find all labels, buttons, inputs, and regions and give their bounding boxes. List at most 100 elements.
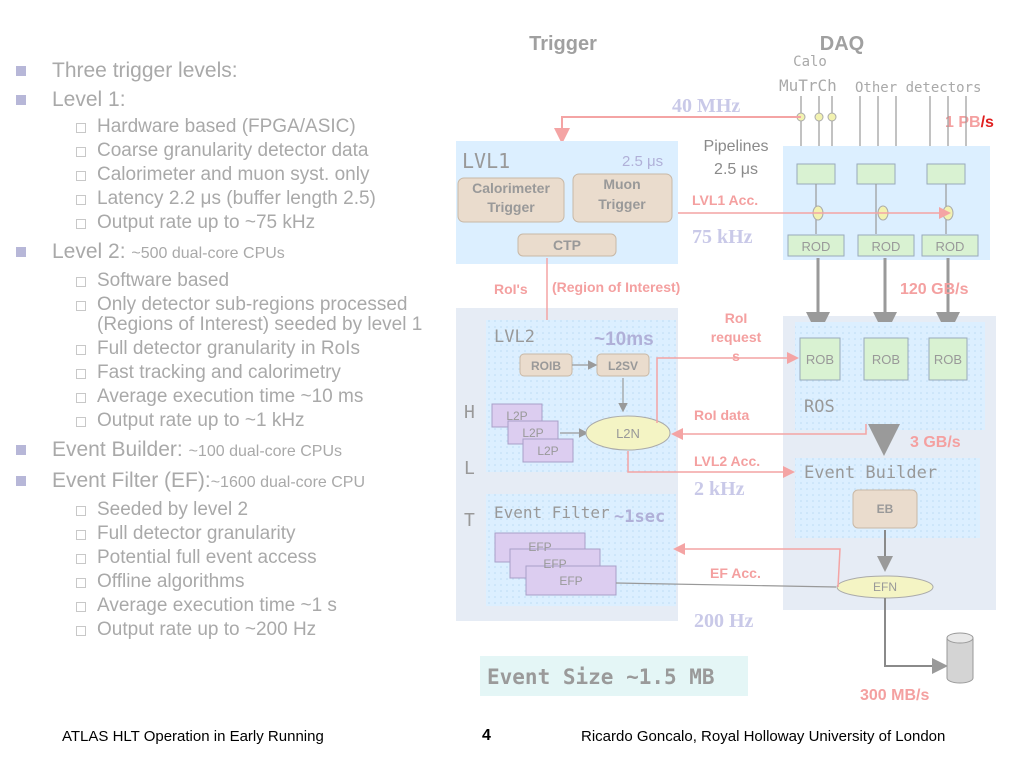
bullet-text: Fast tracking and calorimetry [97, 362, 341, 383]
roi-data-arrow [671, 424, 867, 440]
bullet-text: Output rate up to ~1 kHz [97, 410, 305, 431]
ros-label: ROS [804, 397, 835, 417]
bullet-text: Event Filter (EF): [52, 469, 211, 492]
l2sv-label: L2SV [608, 359, 638, 373]
bullet-text: Level 2: [52, 240, 132, 263]
rob-1: ROB [806, 352, 834, 367]
square-bullet-icon [16, 95, 26, 105]
calo-label: Calo [793, 54, 827, 70]
lvl2-label: LVL2 [494, 327, 535, 347]
detector-taps [796, 112, 837, 122]
rod-boxes [787, 234, 979, 257]
bullet-item: Level 1: [14, 85, 454, 114]
calorimeter-trigger-label-2: Trigger [487, 199, 535, 215]
roi-data-label: RoI data [694, 407, 749, 423]
hollow-square-bullet-icon [76, 417, 86, 427]
gbs-3: 3 GB/s [910, 434, 961, 451]
mutrch-label: MuTrCh [779, 76, 837, 95]
pipelines-label: Pipelines [704, 138, 769, 155]
hollow-square-bullet-icon [76, 506, 86, 516]
hollow-square-bullet-icon [76, 602, 86, 612]
sub-bullet-item: Output rate up to ~1 kHz [14, 411, 454, 431]
lvl2-time: ~10ms [594, 329, 654, 350]
storage-disk-icon [946, 632, 974, 684]
efp-to-efn [615, 582, 837, 588]
ef-acc-label: EF Acc. [710, 565, 761, 581]
hlt-t: T [464, 510, 475, 531]
sub-bullet-item: Average execution time ~10 ms [14, 387, 454, 407]
rate-75khz: 75 kHz [692, 226, 753, 248]
ef-time: ~1sec [614, 507, 665, 527]
footer-right: Ricardo Goncalo, Royal Holloway Universi… [581, 728, 946, 745]
bullet-text: Three trigger levels: [52, 59, 238, 82]
muon-trigger-box [572, 173, 673, 223]
bullet-text: Calorimeter and muon syst. only [97, 164, 370, 185]
bullet-text: Full detector granularity in RoIs [97, 338, 360, 359]
roib-label: ROIB [531, 359, 561, 373]
square-bullet-icon [16, 445, 26, 455]
hollow-square-bullet-icon [76, 123, 86, 133]
bullet-text: Output rate up to ~200 Hz [97, 619, 317, 640]
other-detectors-label: Other detectors [855, 80, 981, 96]
pipeline-boxes [796, 163, 966, 185]
storage-arrow [884, 598, 948, 674]
daq-header: DAQ [820, 33, 864, 55]
lvl1-acc-label: LVL1 Acc. [692, 192, 758, 208]
sub-bullet-item: Full detector granularity [14, 524, 454, 544]
rod-2: ROD [872, 239, 901, 254]
sub-bullet-item: Calorimeter and muon syst. only [14, 165, 454, 185]
calorimeter-trigger-label-1: Calorimeter [472, 180, 550, 196]
square-bullet-icon [16, 476, 26, 486]
efp-label-1: EFP [528, 540, 551, 554]
hollow-square-bullet-icon [76, 626, 86, 636]
eb-label: EB [877, 502, 894, 516]
sub-bullet-item: Hardware based (FPGA/ASIC) [14, 117, 454, 137]
bullet-text: Potential full event access [97, 547, 317, 568]
lvl2-acc-arrow [627, 451, 795, 478]
bullet-text: Full detector granularity [97, 523, 296, 544]
roi-request-1: RoI [725, 310, 748, 326]
event-builder-label: Event Builder [804, 463, 937, 483]
bullet-item: Three trigger levels: [14, 56, 454, 85]
hlt-l: L [464, 458, 475, 479]
l1-input-arrow [554, 116, 801, 144]
bullet-item: Event Filter (EF):~1600 dual-core CPU [14, 466, 454, 497]
bullet-item: Event Builder: ~100 dual-core CPUs [14, 435, 454, 466]
hollow-square-bullet-icon [76, 530, 86, 540]
l2p-label-3: L2P [537, 444, 558, 458]
sub-bullet-item: Offline algorithms [14, 572, 454, 592]
ctp-box [517, 233, 617, 257]
pb-per-s: 1 PB/s [945, 114, 994, 131]
bullet-detail: ~500 dual-core CPUs [131, 245, 285, 262]
event-size-box [480, 656, 748, 696]
bullet-text: Latency 2.2 μs (buffer length 2.5) [97, 188, 376, 209]
gbs-120: 120 GB/s [900, 281, 969, 298]
hollow-square-bullet-icon [76, 301, 86, 311]
hollow-square-bullet-icon [76, 219, 86, 229]
rob-2: ROB [872, 352, 900, 367]
efp-label-3: EFP [559, 574, 582, 588]
pipelines-time: 2.5 μs [714, 161, 758, 178]
hollow-square-bullet-icon [76, 195, 86, 205]
hollow-square-bullet-icon [76, 147, 86, 157]
sub-bullet-item: Potential full event access [14, 548, 454, 568]
efp-stack [494, 532, 617, 596]
bullet-detail: ~100 dual-core CPUs [188, 443, 342, 460]
hollow-square-bullet-icon [76, 171, 86, 181]
hlt-h: H [464, 402, 475, 423]
bullet-text: Average execution time ~1 s [97, 595, 337, 616]
hollow-square-bullet-icon [76, 578, 86, 588]
eb-box [852, 489, 918, 529]
rob-boxes [799, 337, 968, 381]
l2p-label-1: L2P [506, 409, 527, 423]
event-size-label: Event Size ~1.5 MB [487, 665, 715, 689]
ctp-label: CTP [553, 237, 581, 253]
sub-bullet-item: Coarse granularity detector data [14, 141, 454, 161]
l2n-node [585, 415, 671, 451]
event-filter-label: Event Filter [494, 503, 610, 522]
square-bullet-icon [16, 66, 26, 76]
roi-request-3: s [732, 348, 740, 364]
sub-bullet-item: Full detector granularity in RoIs [14, 339, 454, 359]
hollow-square-bullet-icon [76, 393, 86, 403]
